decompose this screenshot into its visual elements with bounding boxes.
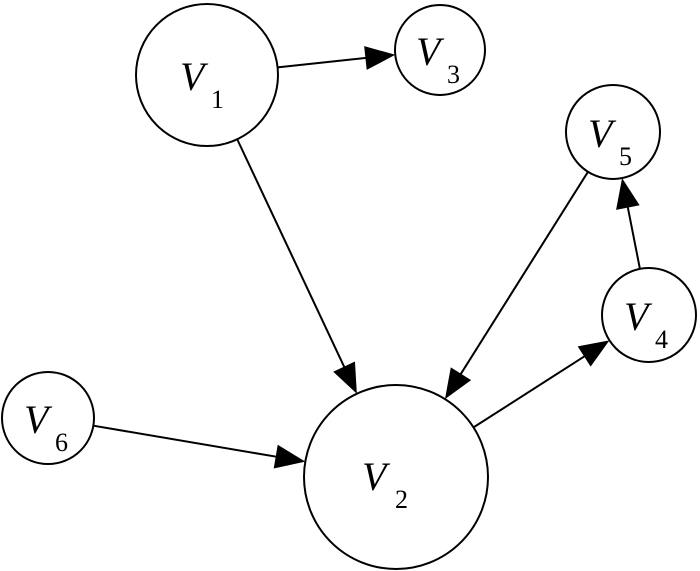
node-v2: V 2 bbox=[303, 384, 489, 570]
edge-v1-to-v2-line bbox=[236, 138, 346, 369]
edge-v2-to-v4 bbox=[472, 340, 610, 429]
node-v5: V 5 bbox=[565, 84, 661, 180]
node-v5-subscript: 5 bbox=[619, 142, 632, 171]
edge-v1-to-v2 bbox=[236, 138, 357, 394]
edge-v4-to-v5 bbox=[616, 178, 641, 270]
edge-v6-to-v2 bbox=[93, 424, 306, 469]
node-v2-letter: V bbox=[362, 454, 391, 499]
node-v1: V 1 bbox=[135, 3, 279, 147]
edge-v6-to-v2-line bbox=[93, 424, 278, 458]
node-v4-circle bbox=[601, 267, 697, 363]
node-v3-circle bbox=[394, 4, 486, 96]
edge-v2-to-v4-line bbox=[472, 354, 587, 429]
edge-v6-to-v2-arrowhead bbox=[273, 444, 306, 469]
node-v6-subscript: 6 bbox=[55, 428, 68, 457]
node-v2-circle bbox=[303, 384, 489, 570]
node-v1-subscript: 1 bbox=[211, 85, 224, 114]
node-v1-circle bbox=[135, 3, 279, 147]
edges-layer bbox=[93, 46, 641, 469]
node-v4-letter: V bbox=[624, 294, 653, 339]
edge-v5-to-v2-arrowhead bbox=[444, 367, 472, 400]
node-v5-letter: V bbox=[588, 111, 617, 156]
node-v6-circle bbox=[1, 371, 95, 465]
nodes-layer: V 1 V 2 V 3 V 4 V 5 V 6 bbox=[1, 3, 697, 570]
node-v4: V 4 bbox=[601, 267, 697, 363]
node-v1-letter: V bbox=[180, 54, 209, 99]
edge-v1-to-v3 bbox=[277, 46, 396, 70]
node-v6: V 6 bbox=[1, 371, 95, 465]
node-v6-letter: V bbox=[24, 397, 53, 442]
edge-v2-to-v4-arrowhead bbox=[577, 340, 610, 367]
edge-v1-to-v3-line bbox=[277, 56, 368, 69]
edge-v5-to-v2 bbox=[444, 171, 589, 400]
node-v3-letter: V bbox=[416, 29, 445, 74]
edge-v5-to-v2-line bbox=[459, 171, 589, 376]
node-v2-subscript: 2 bbox=[395, 485, 408, 514]
node-v3-subscript: 3 bbox=[447, 60, 460, 89]
node-v3: V 3 bbox=[394, 4, 486, 96]
edge-v1-to-v2-arrowhead bbox=[333, 361, 357, 394]
edge-v4-to-v5-line bbox=[626, 205, 641, 270]
node-v5-circle bbox=[565, 84, 661, 180]
node-v4-subscript: 4 bbox=[655, 325, 668, 354]
edge-v4-to-v5-arrowhead bbox=[616, 178, 640, 210]
edge-v1-to-v3-arrowhead bbox=[364, 46, 396, 70]
